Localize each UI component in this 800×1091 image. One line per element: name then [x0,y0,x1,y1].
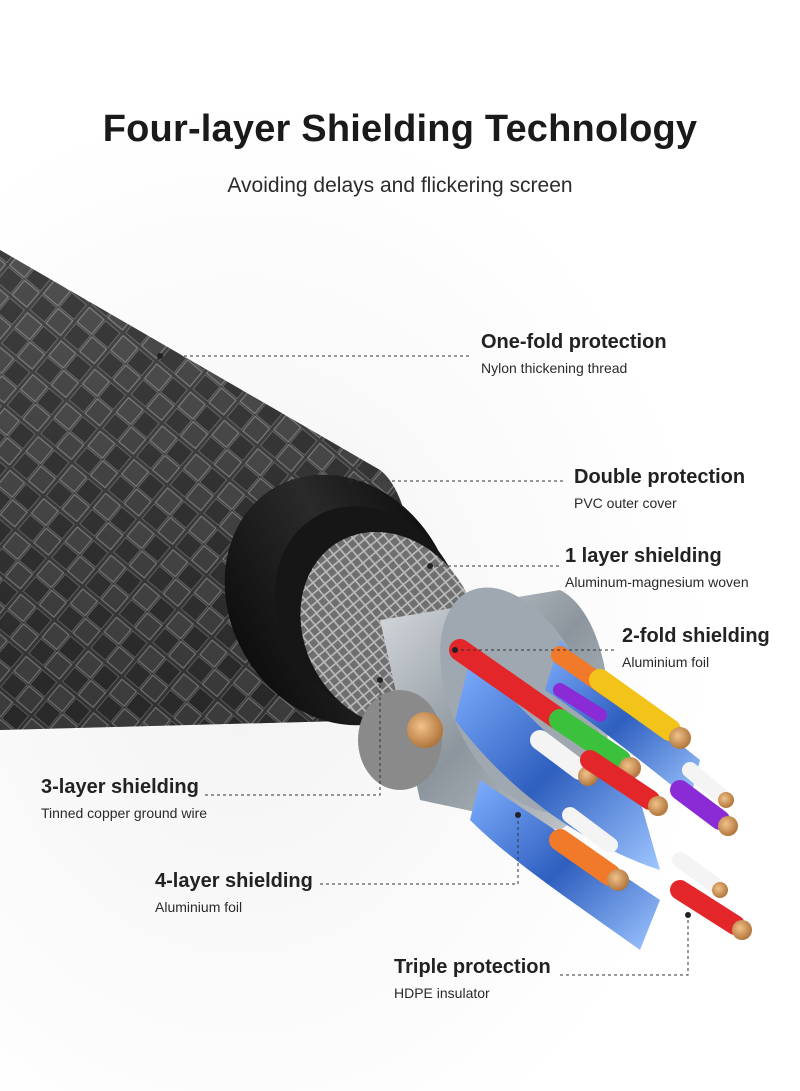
wire-purple-1 [553,683,607,722]
leader-3-layer [205,680,381,796]
wire-white-3 [562,807,618,853]
callout-description: Aluminium foil [155,899,243,915]
callout-description: HDPE insulator [394,985,490,1001]
callout-title: 1 layer shielding [565,545,722,567]
callout-1-layer-shielding: 1 layer shielding Aluminum-magnesium wov… [565,544,749,592]
callout-one-fold-protection: One-fold protection Nylon thickening thr… [481,330,667,378]
wire-yellow-1 [589,669,691,749]
callout-title: 3-layer shielding [41,776,199,798]
callout-description: Aluminium foil [622,654,710,670]
callout-description: Tinned copper ground wire [41,805,208,821]
callout-double-protection: Double protection PVC outer cover [574,465,745,513]
wire-white-4 [672,852,728,898]
colored-conductors [449,639,752,940]
callout-description: PVC outer cover [574,495,677,511]
callout-triple-protection: Triple protection HDPE insulator [394,955,551,1003]
callout-title: 2-fold shielding [622,625,770,647]
callout-description: Nylon thickening thread [481,360,628,376]
wire-purple-2 [670,780,738,836]
leader-dots [157,353,691,918]
inner-foil-pairs [455,640,700,950]
leader-triple [560,915,689,976]
callout-2-fold-shielding: 2-fold shielding Aluminium foil [622,624,770,672]
callout-title: One-fold protection [481,331,667,353]
page-subtitle: Avoiding delays and flickering screen [227,174,573,197]
wire-white-2 [682,762,734,808]
page-title: Four-layer Shielding Technology [102,108,698,150]
leader-lines [160,355,689,976]
ground-wire [358,690,443,790]
callout-title: 4-layer shielding [155,870,313,892]
callout-4-layer-shielding: 4-layer shielding Aluminium foil [155,869,313,917]
callout-title: Triple protection [394,956,551,978]
callout-title: Double protection [574,466,746,488]
callout-3-layer-shielding: 3-layer shielding Tinned copper ground w… [41,775,207,823]
callout-description: Aluminum-magnesium woven [565,574,749,590]
wire-orange-2 [549,829,629,891]
leader-4-layer [320,815,519,885]
wire-red-2 [580,750,668,816]
wire-red-3 [670,880,752,940]
